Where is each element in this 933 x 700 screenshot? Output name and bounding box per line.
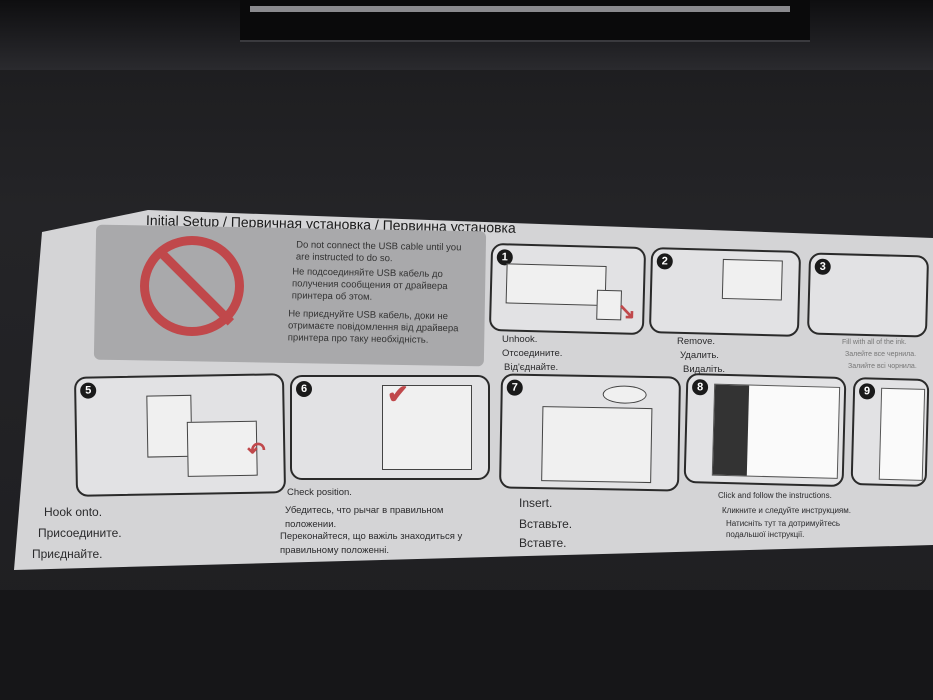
step-1-ru: Отсоедините.: [502, 348, 563, 359]
step-3-panel: 3: [806, 252, 930, 338]
step-number: 3: [814, 258, 831, 276]
arrow-icon: ↘: [617, 298, 637, 324]
step-2-uk: Видаліть.: [683, 364, 726, 375]
step-number: 8: [691, 379, 709, 396]
paper-slot: [240, 0, 810, 42]
step-8-ru: Кликните и следуйте инструкциям.: [722, 506, 851, 515]
warning-en: Do not connect the USB cable until you a…: [295, 239, 462, 265]
printer-base: [0, 590, 933, 700]
step-number: 2: [656, 253, 673, 270]
step-5-ru: Присоедините.: [38, 526, 122, 540]
no-usb-prohibited-icon: [140, 236, 244, 336]
step-number: 7: [506, 379, 523, 396]
step-number: 5: [80, 382, 97, 399]
installer-sidebar: [712, 384, 750, 476]
step-6-ru: Убедитесь, что рычаг в правильном положе…: [285, 505, 444, 530]
step-5-panel: 5 ↶: [73, 373, 287, 497]
cd-icon: [602, 385, 647, 404]
ink-bottle-illustration: [721, 258, 783, 301]
warning-ru: Не подсоединяйте USB кабель до получения…: [291, 266, 448, 303]
step-1-uk: Від'єднайте.: [504, 362, 559, 373]
step-7-panel: 7: [499, 373, 681, 492]
checkmark-icon: ✔: [387, 379, 409, 409]
step-2-panel: 2: [648, 247, 802, 337]
step-3-ru: Залейте все чернила.: [845, 351, 917, 358]
step-8-uk: Натисніть тут та дотримуйтесь подальшої …: [726, 519, 841, 539]
step-8-panel: 8: [683, 372, 847, 488]
step-7-en: Insert.: [519, 496, 553, 510]
ink-tank-illustration: [146, 394, 193, 458]
step-1-en: Unhook.: [502, 334, 538, 345]
step-5-uk: Приєднайте.: [32, 547, 103, 561]
warning-uk: Не приєднуйте USB кабель, доки не отрима…: [287, 308, 459, 346]
installer-screenshot: [878, 387, 926, 481]
step-number: 6: [296, 381, 312, 397]
step-3-uk: Залийте всі чорнила.: [848, 363, 917, 370]
step-number: 9: [858, 383, 876, 400]
step-6-panel: 6 ✔: [290, 375, 490, 480]
step-1-panel: 1 ↘: [488, 242, 647, 336]
step-2-en: Remove.: [677, 336, 716, 347]
lever-illustration: [382, 385, 472, 470]
step-5-en: Hook onto.: [44, 505, 103, 519]
step-3-en: Fill with all of the ink.: [842, 339, 907, 346]
step-7-ru: Вставьте.: [519, 517, 573, 531]
computer-illustration: [541, 406, 653, 484]
step-2-ru: Удалить.: [680, 350, 719, 361]
step-8-en: Click and follow the instructions.: [718, 491, 832, 500]
step-7-uk: Вставте.: [519, 536, 567, 550]
paper-guide: [250, 6, 790, 12]
step-6-en: Check position.: [287, 487, 352, 498]
step-6-uk: Переконайтеся, що важіль знаходиться у п…: [280, 531, 463, 556]
arrow-icon: ↶: [247, 437, 266, 463]
step-9-panel: 9: [850, 377, 930, 487]
installer-screenshot: [711, 383, 841, 479]
printer-illustration: [505, 263, 607, 307]
